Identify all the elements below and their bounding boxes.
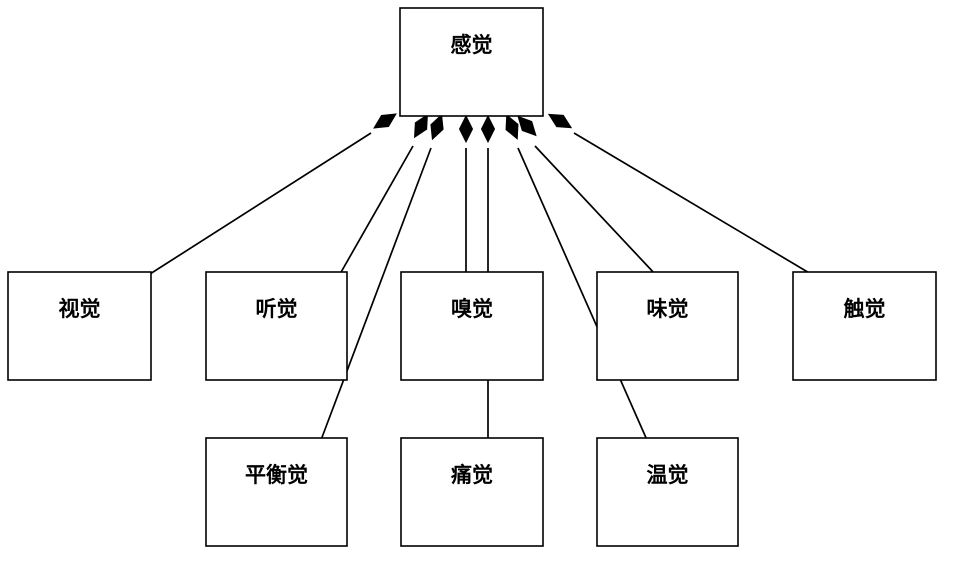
node-temperature[interactable]: 温觉 bbox=[596, 437, 739, 547]
edge-layer bbox=[149, 113, 812, 441]
composition-diamond-icon bbox=[414, 113, 428, 139]
connector-line bbox=[573, 132, 812, 275]
node-box[interactable] bbox=[205, 437, 348, 547]
node-touch[interactable]: 触觉 bbox=[792, 271, 937, 381]
composition-diamond-icon bbox=[373, 113, 397, 129]
node-box[interactable] bbox=[205, 271, 348, 381]
node-taste[interactable]: 味觉 bbox=[596, 271, 739, 381]
composition-diamond-icon bbox=[517, 115, 537, 137]
node-label: 嗅觉 bbox=[451, 297, 493, 321]
edge-vision bbox=[149, 113, 397, 275]
node-box[interactable] bbox=[792, 271, 937, 381]
node-box[interactable] bbox=[400, 437, 544, 547]
node-box[interactable] bbox=[596, 271, 739, 381]
node-hearing[interactable]: 听觉 bbox=[205, 271, 348, 381]
node-smell[interactable]: 嗅觉 bbox=[400, 271, 544, 381]
node-vision[interactable]: 视觉 bbox=[7, 271, 152, 381]
node-balance[interactable]: 平衡觉 bbox=[205, 437, 348, 547]
connector-line bbox=[339, 145, 414, 275]
node-pain[interactable]: 痛觉 bbox=[400, 437, 544, 547]
node-box[interactable] bbox=[400, 271, 544, 381]
edge-hearing bbox=[339, 113, 428, 275]
composition-diamond-icon bbox=[547, 113, 573, 129]
node-label: 感觉 bbox=[451, 33, 493, 57]
node-label: 痛觉 bbox=[451, 463, 493, 487]
edge-taste bbox=[517, 115, 656, 275]
composition-diamond-icon bbox=[480, 114, 496, 144]
node-label: 听觉 bbox=[256, 297, 298, 321]
connector-line bbox=[534, 145, 656, 275]
node-box[interactable] bbox=[596, 437, 739, 547]
composition-diamond-icon bbox=[458, 114, 474, 144]
node-label: 温觉 bbox=[647, 463, 689, 487]
node-label: 味觉 bbox=[647, 297, 689, 321]
node-box[interactable] bbox=[7, 271, 152, 381]
node-root[interactable]: 感觉 bbox=[399, 7, 544, 117]
composition-diamond-icon bbox=[430, 113, 444, 141]
node-label: 触觉 bbox=[844, 297, 886, 321]
connector-line bbox=[320, 147, 432, 441]
composition-diamond-icon bbox=[505, 114, 519, 140]
connector-line bbox=[517, 147, 648, 441]
edge-temperature bbox=[505, 114, 648, 441]
edge-touch bbox=[547, 113, 812, 275]
edge-smell bbox=[458, 114, 474, 274]
node-label: 平衡觉 bbox=[245, 463, 308, 487]
node-box[interactable] bbox=[399, 7, 544, 117]
edge-balance bbox=[320, 113, 444, 441]
connector-line bbox=[149, 132, 372, 275]
node-label: 视觉 bbox=[59, 297, 101, 321]
